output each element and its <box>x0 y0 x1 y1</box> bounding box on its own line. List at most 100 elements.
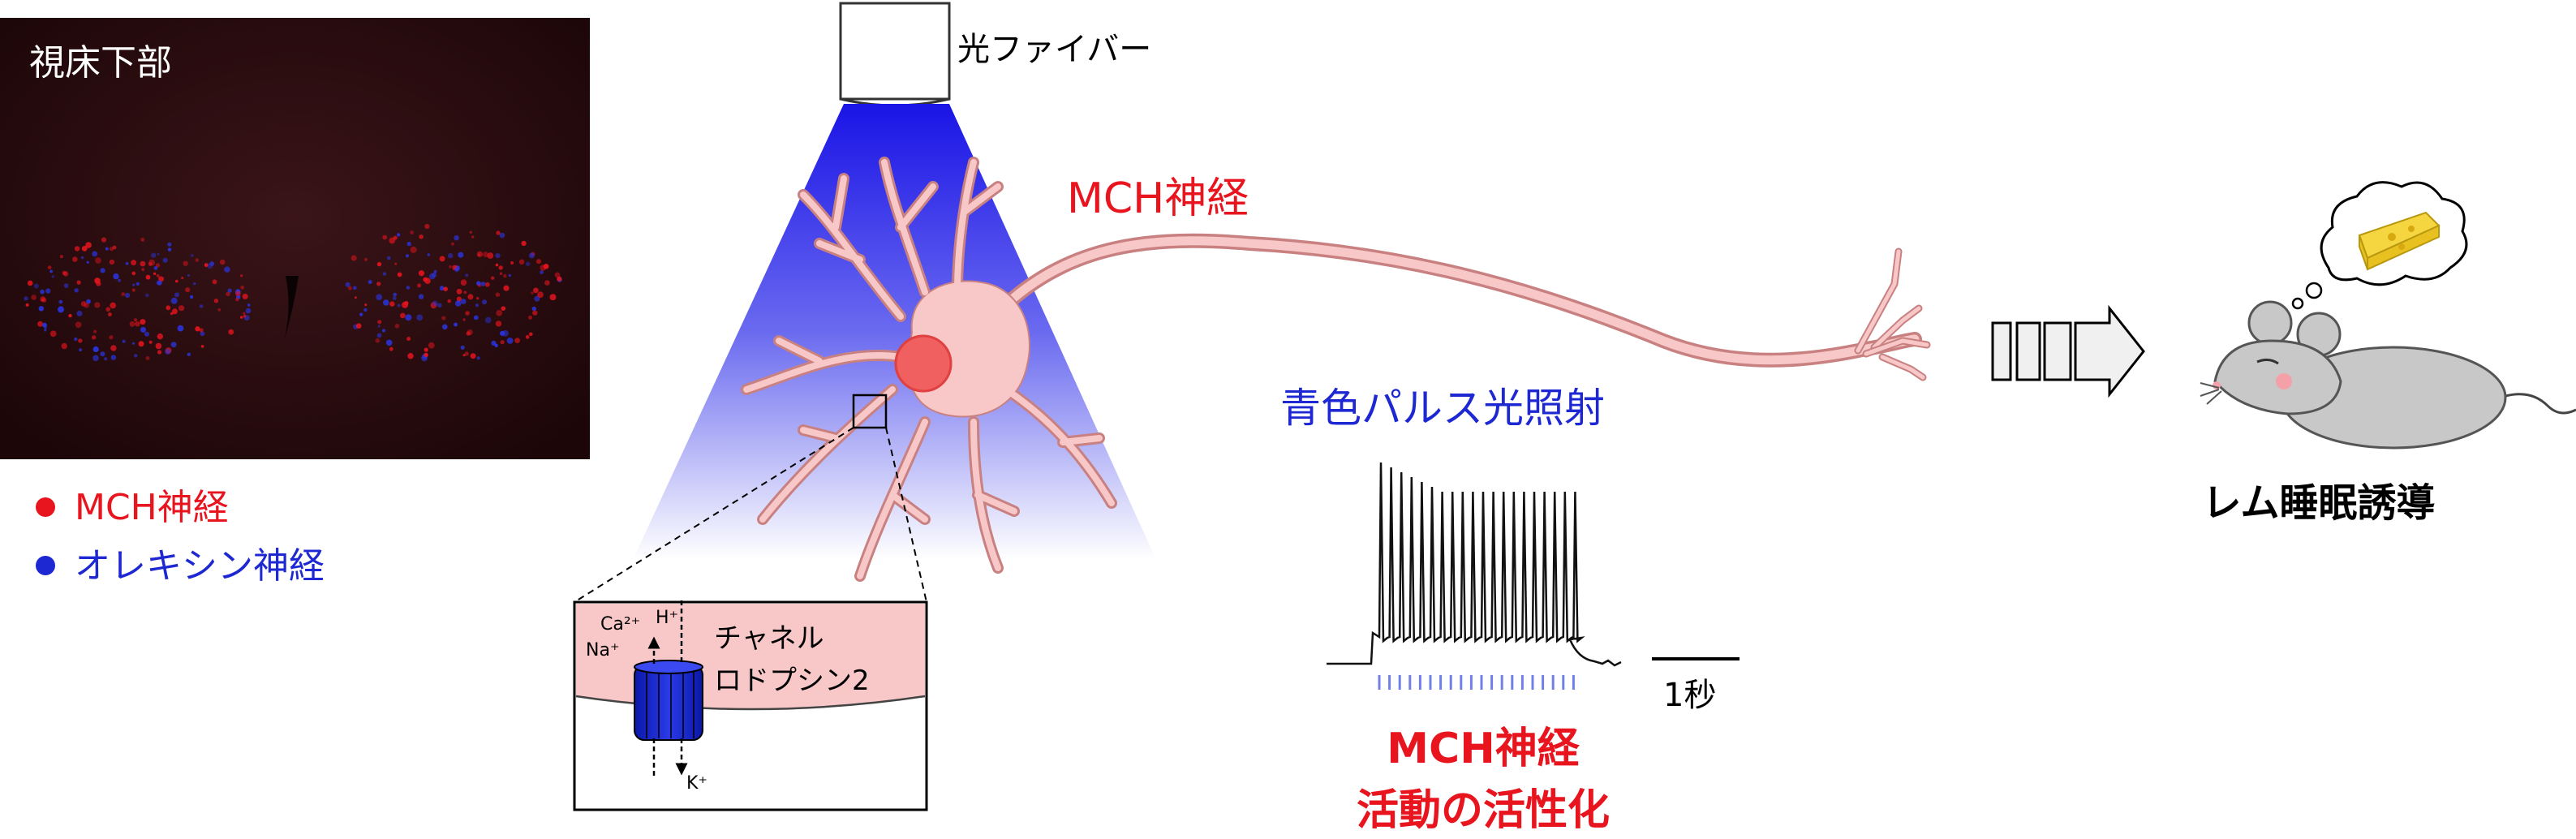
fluorescence-dot <box>226 291 230 297</box>
fluorescence-dot <box>389 301 395 307</box>
fluorescence-dot <box>496 230 501 235</box>
ion-na-label: Na⁺ <box>586 640 620 660</box>
fluorescence-dot <box>167 247 172 252</box>
fluorescence-dot <box>460 299 467 304</box>
fluorescence-dot <box>110 302 116 309</box>
fluorescence-dot <box>394 262 398 265</box>
fluorescence-dot <box>118 278 122 282</box>
fluorescence-dot <box>377 325 381 328</box>
ion-ca-label: Ca²⁺ <box>600 614 640 635</box>
fluorescence-dot <box>410 230 414 234</box>
fluorescence-dot <box>534 295 540 302</box>
fluorescence-dot <box>427 253 431 256</box>
fluorescence-dot <box>240 285 245 290</box>
fluorescence-dot <box>209 261 215 266</box>
fluorescence-dot <box>170 342 177 348</box>
fluorescence-dot <box>85 242 92 248</box>
fluorescence-dot <box>125 292 131 298</box>
fluorescence-dot <box>74 337 78 342</box>
fluorescence-dot <box>449 265 452 269</box>
fluorescence-dot <box>217 308 221 312</box>
fluorescence-dot <box>521 240 527 247</box>
fluorescence-dot <box>496 309 503 316</box>
fluorescence-dot <box>476 251 484 257</box>
fluorescence-dot <box>518 259 525 265</box>
fluorescence-dot <box>178 305 185 312</box>
fluorescence-dot <box>480 282 486 286</box>
fluorescence-dot <box>141 268 145 272</box>
fluorescence-dot <box>109 259 115 265</box>
channel-label-line2: ロドプシン2 <box>714 665 870 697</box>
fluorescence-dot <box>432 300 438 307</box>
fluorescence-dot <box>108 312 112 316</box>
fluorescence-dot <box>49 330 57 338</box>
fluorescence-dot <box>44 326 47 329</box>
mouse-icon <box>2200 300 2576 450</box>
fluorescence-dot <box>465 311 470 316</box>
fluorescence-dot <box>441 316 446 321</box>
fluorescence-dot <box>495 263 499 267</box>
fluorescence-dot <box>86 260 89 264</box>
fluorescence-dot <box>153 272 157 275</box>
fluorescence-dot <box>498 265 503 270</box>
fluorescence-dot <box>135 282 140 286</box>
fluorescence-dot <box>406 241 411 247</box>
channelrhodopsin-inset: Ca²⁺ H⁺ Na⁺ K⁺ チャネル ロドプシン2 <box>573 600 928 811</box>
fluorescence-dot <box>138 341 144 347</box>
fluorescence-dot <box>456 296 462 302</box>
fluorescence-dot <box>212 279 217 285</box>
membrane-zoom-box <box>852 394 888 429</box>
channel-label-line1: チャネル <box>714 622 824 655</box>
fluorescence-dot <box>533 287 539 294</box>
fluorescence-dot <box>195 326 200 332</box>
fluorescence-dot <box>185 287 191 293</box>
fluorescence-dot <box>129 321 135 327</box>
fluorescence-dot <box>144 331 150 337</box>
fluorescence-dot <box>140 238 145 242</box>
fluorescence-dot <box>491 276 495 280</box>
fluorescence-dot <box>181 277 184 280</box>
fluorescence-dot <box>199 328 204 333</box>
fluorescence-dot <box>375 338 381 343</box>
fluorescence-dot <box>37 321 44 327</box>
fluorescence-dot <box>397 272 402 278</box>
fluorescence-dot <box>531 306 536 312</box>
fluorescence-dot <box>25 303 29 307</box>
fluorescence-dot <box>406 337 411 341</box>
fluorescence-dot <box>151 252 157 258</box>
fluorescence-dot <box>44 329 47 332</box>
fluorescence-dot <box>430 302 437 309</box>
fluorescence-dot <box>354 296 357 299</box>
fluorescence-dot <box>487 252 494 259</box>
fluorescence-dot <box>125 262 129 265</box>
fluorescence-dot <box>424 223 430 230</box>
fluorescence-dot <box>200 345 204 348</box>
fluorescence-dot <box>155 263 161 268</box>
legend-label-orexin: オレキシン神経 <box>75 545 325 587</box>
fluorescence-dot <box>345 282 350 287</box>
fluorescence-dot <box>134 354 138 358</box>
fluorescence-dot <box>94 278 101 284</box>
firing-trace <box>1327 462 1622 667</box>
fluorescence-dot <box>476 296 480 300</box>
fluorescence-dot <box>540 270 544 274</box>
fluorescence-dot <box>81 246 88 252</box>
fluorescence-dot <box>416 314 424 321</box>
fluorescence-dot <box>397 233 401 237</box>
fluorescence-dot <box>355 323 362 329</box>
legend-dot-orexin <box>36 556 55 575</box>
stimulus-label: 青色パルス光照射 <box>1280 385 1605 432</box>
fluorescence-dot <box>105 247 109 251</box>
fluorescence-dot <box>484 316 492 324</box>
optical-fiber-icon: 光ファイバー <box>839 2 1151 107</box>
fluorescence-dot <box>387 256 391 260</box>
fluorescence-dot <box>418 270 425 277</box>
fluorescence-dot <box>544 280 550 286</box>
fluorescence-dot <box>166 305 171 311</box>
fluorescence-dot <box>402 301 409 308</box>
fluorescence-dot <box>157 350 162 355</box>
fluorescence-dot <box>145 274 151 280</box>
fluorescence-dot <box>131 342 135 345</box>
fluorescence-dot <box>495 321 502 327</box>
